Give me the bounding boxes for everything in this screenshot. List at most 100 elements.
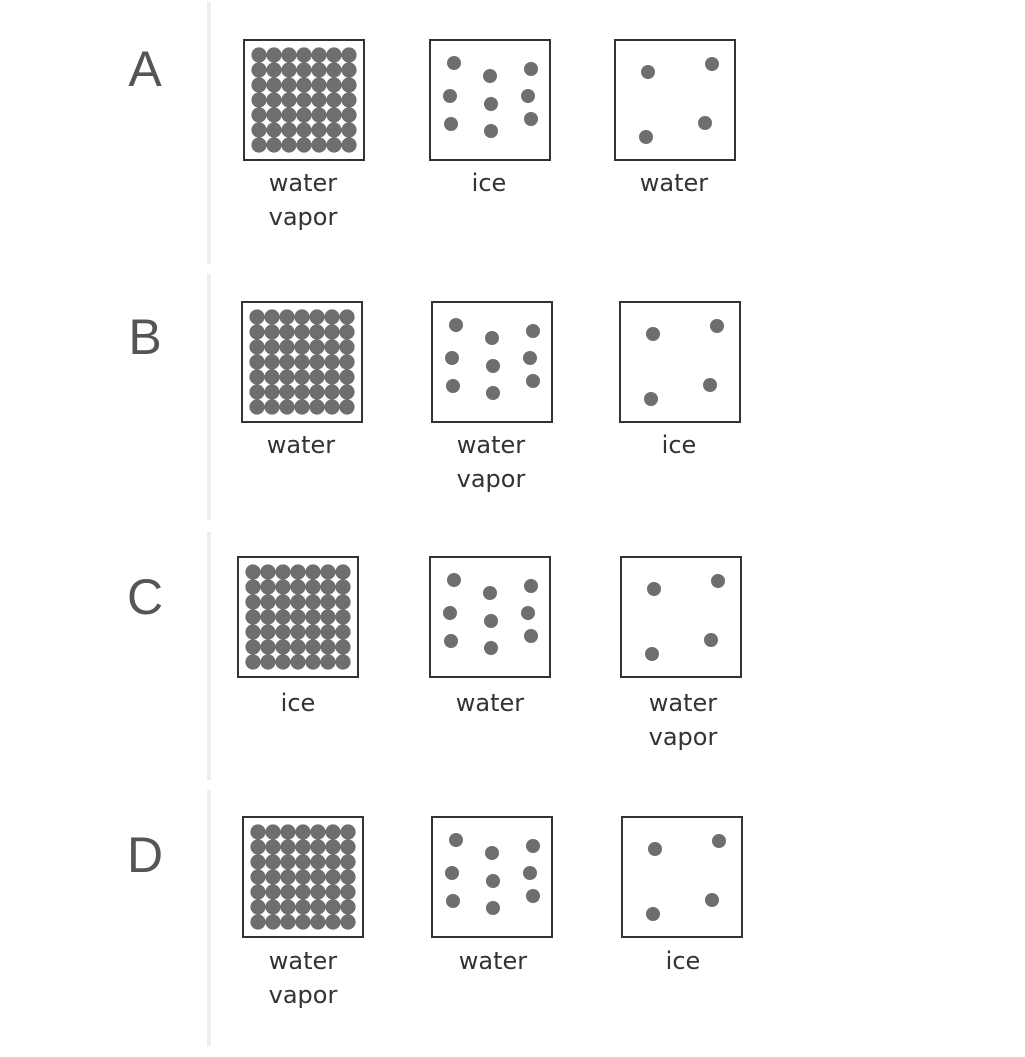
particle	[266, 92, 282, 108]
particle	[281, 137, 297, 153]
particle	[260, 594, 276, 610]
particle	[698, 116, 712, 130]
particle	[264, 369, 280, 385]
particle	[305, 594, 321, 610]
particle	[320, 654, 336, 670]
particle	[295, 884, 311, 900]
particle	[281, 122, 297, 138]
particle	[310, 854, 326, 870]
particle	[260, 579, 276, 595]
particle	[484, 614, 498, 628]
particle	[294, 399, 310, 415]
particle	[290, 564, 306, 580]
particle	[449, 318, 463, 332]
particle	[295, 899, 311, 915]
particle-box-dense	[241, 301, 363, 423]
particle	[280, 899, 296, 915]
particle	[447, 573, 461, 587]
particle	[250, 869, 266, 885]
particle	[325, 914, 341, 930]
particle	[265, 914, 281, 930]
particle	[310, 914, 326, 930]
particle	[249, 324, 265, 340]
particle	[526, 889, 540, 903]
particle	[335, 639, 351, 655]
particle	[310, 884, 326, 900]
label-line: water	[268, 947, 338, 975]
box-label: ice	[409, 166, 569, 200]
particle	[264, 324, 280, 340]
particle	[486, 901, 500, 915]
particle-diagram	[646, 834, 726, 921]
particle	[311, 107, 327, 123]
particle	[305, 609, 321, 625]
particle	[275, 564, 291, 580]
particle	[523, 351, 537, 365]
particle-box-medium	[431, 301, 553, 423]
particle	[281, 47, 297, 63]
particle	[265, 869, 281, 885]
particle	[526, 839, 540, 853]
label-line: vapor	[456, 465, 526, 493]
particle	[710, 319, 724, 333]
particle	[295, 854, 311, 870]
particle	[521, 606, 535, 620]
particle	[446, 894, 460, 908]
particle	[245, 624, 261, 640]
particle	[265, 854, 281, 870]
particle	[294, 309, 310, 325]
particle	[340, 884, 356, 900]
option-divider	[207, 2, 211, 264]
label-line: water	[266, 431, 336, 459]
particle	[305, 624, 321, 640]
box-label: water	[413, 944, 573, 978]
particle	[264, 339, 280, 355]
particle	[320, 564, 336, 580]
particle	[311, 137, 327, 153]
particle	[279, 354, 295, 370]
particle	[275, 654, 291, 670]
particle	[326, 77, 342, 93]
particle	[484, 641, 498, 655]
label-line: ice	[665, 947, 701, 975]
particle	[320, 624, 336, 640]
box-label: ice	[603, 944, 763, 978]
particle	[245, 579, 261, 595]
particle	[443, 89, 457, 103]
particle	[260, 624, 276, 640]
particle	[524, 62, 538, 76]
particle	[245, 594, 261, 610]
particle	[485, 846, 499, 860]
label-line: vapor	[268, 981, 338, 1009]
option-letter: A	[128, 41, 162, 97]
particle	[335, 579, 351, 595]
particle	[310, 824, 326, 840]
particle	[260, 654, 276, 670]
particle	[310, 899, 326, 915]
particle	[320, 594, 336, 610]
particle	[249, 399, 265, 415]
particle	[305, 579, 321, 595]
label-line: ice	[471, 169, 507, 197]
particle	[309, 369, 325, 385]
particle	[251, 107, 267, 123]
particle	[266, 107, 282, 123]
particle	[486, 386, 500, 400]
particle	[249, 339, 265, 355]
particle	[249, 354, 265, 370]
particle-box-medium	[429, 39, 551, 161]
particle	[521, 89, 535, 103]
label-line: ice	[280, 689, 316, 717]
particle	[311, 77, 327, 93]
particle	[275, 624, 291, 640]
particle-diagram	[445, 318, 540, 400]
particle	[281, 62, 297, 78]
particle	[445, 351, 459, 365]
particle	[280, 869, 296, 885]
particle-diagram	[443, 56, 538, 138]
particle	[309, 384, 325, 400]
particle	[325, 884, 341, 900]
particle	[341, 107, 357, 123]
particle	[264, 309, 280, 325]
particle	[264, 384, 280, 400]
